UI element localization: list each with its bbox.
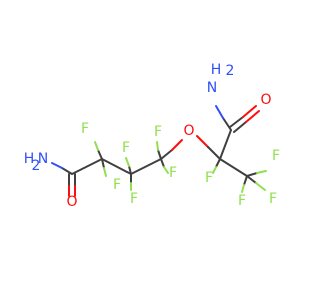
bond-c7-f9-carbon-half (243, 175, 248, 186)
right-amine-nitrogen-label: N (207, 80, 217, 96)
fluorine-label-1: F (81, 121, 89, 137)
bond-c4-f6-carbon-half (160, 158, 165, 168)
bond-c7-f10-fluorine-half (255, 182, 266, 191)
bond-c6-n-carbon-half (222, 117, 232, 131)
bond-c6-n-nitrogen-half (215, 105, 224, 119)
bond-c6-o-carbon-half-a (229, 116, 244, 128)
bond-o-c5-oxygen-half (196, 135, 209, 148)
bond-c4-f5-fluorine-half (156, 141, 159, 151)
bond-c5-c7 (219, 158, 248, 177)
right-carbonyl-oxygen-label: O (260, 92, 271, 108)
bond-c2-c3 (101, 158, 132, 175)
carbon-skeleton (71, 129, 248, 177)
bond-c2-f1-fluorine-half (94, 141, 99, 151)
bond-c3-f4-carbon-half (128, 165, 132, 175)
fluorine-label-4: F (122, 140, 130, 156)
fluorine-label-7: F (205, 170, 213, 186)
bond-c2-f2-carbon-half (101, 158, 105, 169)
fluorine-label-9: F (238, 193, 246, 209)
bond-c7-f9-fluorine-half (241, 184, 245, 193)
molecule-structure-diagram: N H 2 O O H 2 N O F F F F F F F F F F (24, 62, 280, 210)
fluorine-label-2: F (113, 177, 121, 193)
bond-c6-o-oxygen-half-a (242, 105, 257, 118)
fluorine-label-5: F (154, 124, 162, 140)
left-amine-group: N H 2 (24, 151, 49, 174)
bond-c5-f7-fluorine-half (212, 166, 217, 174)
fluorine-label-8: F (272, 148, 280, 164)
bond-c2-f1-carbon-half (97, 149, 103, 160)
ether-bonds (160, 135, 221, 160)
fluorine-bonds (94, 141, 267, 193)
fluorine-label-6: F (169, 165, 177, 181)
bond-c7-f8-carbon-half (246, 172, 258, 177)
right-amine-group: H 2 N (207, 62, 235, 96)
bond-c6-o-carbon-half-b (233, 121, 247, 133)
bond-c1-n-nitrogen-half (51, 162, 63, 169)
bond-c4-f6-fluorine-half (163, 166, 169, 174)
bond-c4-f5-carbon-half (157, 149, 162, 160)
bond-o-c5-carbon-half (207, 146, 221, 160)
bond-c5-f7-carbon-half (215, 158, 221, 168)
bond-c3-c4 (130, 158, 162, 175)
bond-c5-c6 (219, 129, 232, 160)
bond-c1-n-carbon-half (61, 167, 73, 175)
right-amine-hydrogen-label: H (211, 62, 222, 78)
right-amine-hydrogen-count: 2 (226, 63, 235, 79)
atom-labels: N H 2 O O H 2 N O F F F F F F F F F F (24, 62, 280, 210)
left-carbonyl-oxygen-label: O (66, 194, 77, 210)
bond-c7-f10-carbon-half (246, 175, 257, 184)
bond-c2-f2-fluorine-half (103, 167, 107, 177)
fluorine-label-10: F (269, 191, 277, 207)
bond-c3-f4-fluorine-half (125, 157, 130, 167)
right-amide-bonds (215, 105, 260, 133)
bond-c6-o-oxygen-half-b (245, 110, 260, 123)
left-amide-bonds (51, 162, 76, 197)
left-amine-hydrogen-label: H (24, 151, 35, 167)
fluorine-label-3: F (130, 191, 138, 207)
bond-c4-o-carbon-half (160, 149, 173, 160)
left-amine-hydrogen-count: 2 (32, 158, 41, 174)
bond-c7-f8-fluorine-half (256, 170, 267, 174)
bond-c4-o-oxygen-half (171, 139, 183, 151)
bond-c1-c2 (71, 158, 103, 175)
fluorine-labels: F F F F F F F F F F (81, 121, 280, 209)
ether-oxygen-label: O (183, 123, 194, 139)
left-amine-nitrogen-label: N (38, 151, 48, 167)
